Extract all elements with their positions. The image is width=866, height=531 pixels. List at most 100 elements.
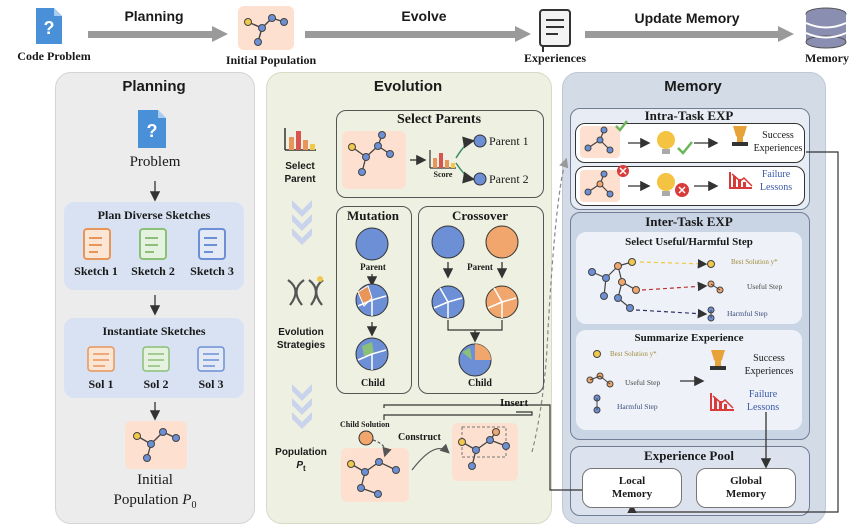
summarize-failure-label: Failure Lessons bbox=[738, 388, 788, 414]
local-memory-line1: Local bbox=[618, 475, 646, 487]
population-graphs bbox=[341, 157, 569, 502]
p-symbol: P bbox=[182, 492, 192, 508]
svg-text:?: ? bbox=[147, 121, 158, 141]
sol-3-label: Sol 3 bbox=[198, 377, 224, 391]
experiences-book-icon bbox=[539, 9, 571, 52]
planning-step-label: Planning bbox=[124, 8, 184, 24]
memory-database-icon bbox=[805, 7, 847, 49]
select-parents-graph bbox=[342, 131, 487, 189]
global-memory-line2: Memory bbox=[725, 488, 767, 500]
inter-task-title: Inter-Task EXP bbox=[645, 214, 733, 229]
evolve-step-label: Evolve bbox=[401, 8, 447, 24]
parent-2-label: Parent 2 bbox=[489, 172, 529, 186]
select-parent-line1: Select bbox=[285, 161, 315, 172]
success-line1: Success bbox=[762, 130, 794, 141]
crossover-box bbox=[418, 206, 544, 394]
summarize-failure-line1: Failure bbox=[748, 389, 778, 400]
summarize-success-line1: Success bbox=[753, 353, 785, 364]
global-memory-box: Global Memory bbox=[696, 468, 796, 508]
global-memory-line1: Global bbox=[730, 475, 762, 487]
pt-subscript: t bbox=[303, 464, 306, 473]
population-pt-word: Population bbox=[275, 447, 327, 458]
summarize-graph bbox=[586, 350, 734, 414]
useful-step-label-2: Useful Step bbox=[625, 378, 661, 387]
select-parents-title: Select Parents bbox=[396, 112, 482, 127]
instantiate-sketches-title: Instantiate Sketches bbox=[102, 324, 206, 338]
best-solution-label-1: Best Solution y* bbox=[731, 258, 778, 266]
useful-step-label-1: Useful Step bbox=[747, 282, 783, 291]
memory-panel-title: Memory bbox=[664, 78, 722, 95]
mutation-parent-label: Parent bbox=[360, 262, 386, 272]
update-memory-step-label: Update Memory bbox=[634, 10, 740, 26]
sketch-icons bbox=[83, 228, 226, 260]
sketch-3-label: Sketch 3 bbox=[190, 264, 234, 278]
failure-line2: Lessons bbox=[759, 182, 793, 193]
intra-task-icons bbox=[580, 120, 753, 202]
evolution-strategies-label: Evolution Strategies bbox=[266, 326, 336, 352]
sol-1-label: Sol 1 bbox=[88, 377, 114, 391]
crossover-title: Crossover bbox=[451, 208, 509, 223]
intra-task-title: Intra-Task EXP bbox=[644, 108, 734, 123]
sol-2-label: Sol 2 bbox=[143, 377, 169, 391]
select-step-title: Select Useful/Harmful Step bbox=[625, 236, 753, 248]
construct-label: Construct bbox=[398, 432, 441, 443]
mutation-title: Mutation bbox=[347, 208, 399, 223]
dna-strategies-icon bbox=[287, 276, 324, 306]
summarize-failure-line2: Lessons bbox=[746, 402, 780, 413]
harmful-step-label-1: Harmful Step bbox=[727, 309, 768, 318]
mutation-diagram bbox=[355, 227, 389, 371]
insert-label: Insert bbox=[500, 397, 529, 409]
initial-label: Initial bbox=[137, 472, 173, 488]
select-step-graph bbox=[588, 258, 724, 322]
svg-text:?: ? bbox=[44, 18, 55, 38]
mutation-box bbox=[336, 206, 412, 394]
summarize-title: Summarize Experience bbox=[634, 332, 744, 344]
initial-population-icon bbox=[238, 6, 294, 50]
top-flow-arrows bbox=[88, 26, 794, 42]
down-chevrons-upper bbox=[292, 200, 312, 245]
initial-population-graph bbox=[125, 421, 187, 469]
crossover-child-label: Child bbox=[468, 378, 492, 389]
child-solution-label: Child Solution bbox=[340, 420, 390, 429]
code-problem-icon: ? bbox=[36, 8, 62, 44]
local-memory-box: Local Memory bbox=[582, 468, 682, 508]
sketch-2-label: Sketch 2 bbox=[131, 264, 175, 278]
experiences-label: Experiences bbox=[524, 51, 586, 65]
experience-pool-title: Experience Pool bbox=[644, 448, 734, 463]
best-solution-label-2: Best Solution y* bbox=[610, 350, 657, 358]
summarize-success-label: Success Experiences bbox=[734, 352, 804, 378]
problem-label: Problem bbox=[129, 154, 181, 170]
success-line2: Experiences bbox=[753, 143, 803, 154]
pt-symbol: P bbox=[296, 460, 303, 471]
plan-sketches-title: Plan Diverse Sketches bbox=[97, 208, 211, 222]
strategies-line1: Evolution bbox=[278, 327, 324, 338]
problem-icon: ? bbox=[138, 110, 166, 148]
select-parents-box bbox=[336, 110, 544, 198]
score-label: Score bbox=[433, 170, 453, 179]
code-problem-label: Code Problem bbox=[17, 49, 91, 63]
strategies-line2: Strategies bbox=[276, 340, 326, 351]
memory-connectors bbox=[383, 151, 839, 514]
success-experiences-label: Success Experiences bbox=[750, 129, 806, 155]
crossover-diagram bbox=[431, 225, 519, 377]
p-subscript: 0 bbox=[191, 500, 197, 511]
down-chevrons-lower bbox=[292, 384, 312, 429]
failure-lessons-label: Failure Lessons bbox=[754, 168, 798, 194]
local-memory-label: Local Memory bbox=[583, 475, 681, 501]
crossover-parent-label: Parent bbox=[467, 262, 493, 272]
population-p0-label: Population P0 bbox=[85, 492, 225, 511]
memory-label: Memory bbox=[805, 51, 849, 65]
population-word: Population bbox=[113, 492, 179, 508]
evolution-panel-title: Evolution bbox=[373, 78, 443, 95]
initial-population-label: Initial Population bbox=[225, 53, 317, 67]
sol-icons bbox=[87, 346, 225, 372]
planning-panel-title: Planning bbox=[122, 78, 186, 95]
mutation-child-label: Child bbox=[361, 378, 385, 389]
select-parent-line2: Parent bbox=[284, 174, 316, 185]
sketch-1-label: Sketch 1 bbox=[74, 264, 118, 278]
summarize-success-line2: Experiences bbox=[744, 366, 794, 377]
select-parent-label: Select Parent bbox=[270, 160, 330, 186]
population-pt-label: Population Pt bbox=[268, 446, 334, 475]
local-memory-line2: Memory bbox=[611, 488, 653, 500]
